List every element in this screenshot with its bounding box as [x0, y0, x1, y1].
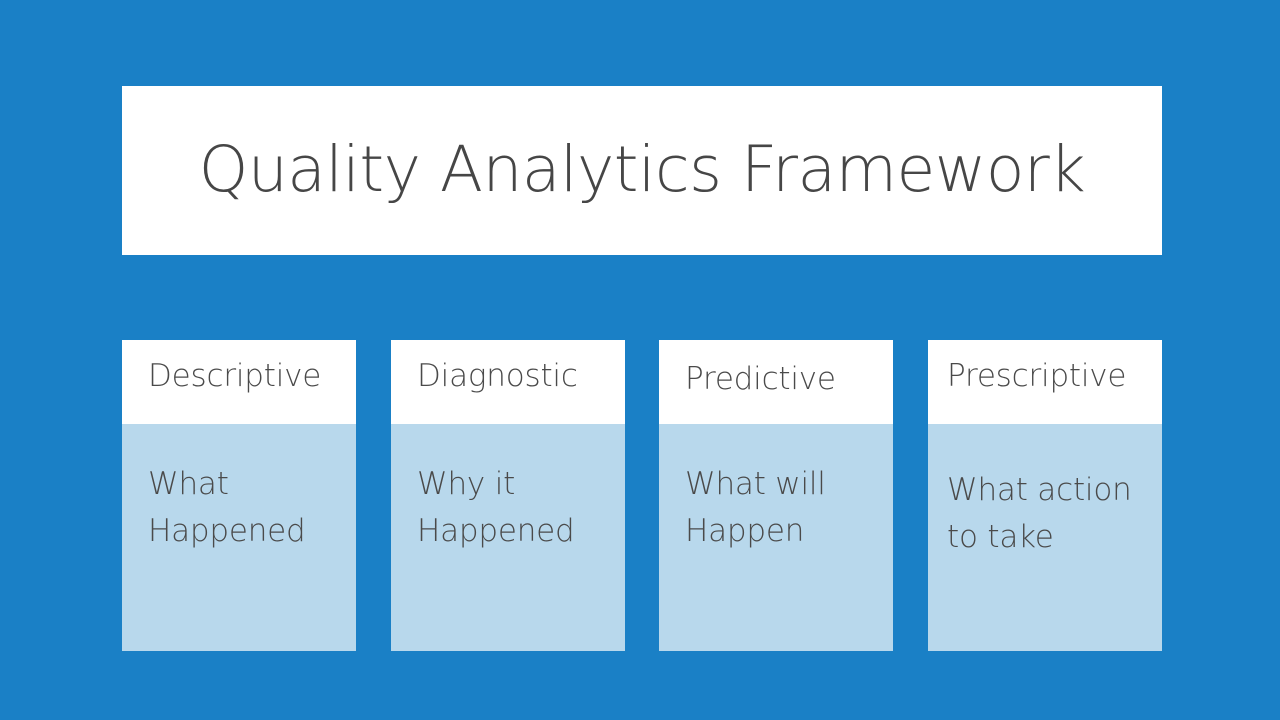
card-title: Descriptive: [148, 358, 322, 394]
card-title: Predictive: [685, 361, 836, 397]
card-header-band: Prescriptive: [928, 340, 1162, 424]
card-header-band: Descriptive: [122, 340, 356, 424]
card-header-band: Predictive: [659, 340, 893, 424]
page-title: Quality Analytics Framework: [198, 133, 1086, 207]
title-panel: Quality Analytics Framework: [122, 86, 1162, 255]
card-description: What action to take: [947, 472, 1132, 555]
card-diagnostic[interactable]: Diagnostic Why it Happened: [391, 340, 625, 651]
card-header-band: Diagnostic: [391, 340, 625, 424]
card-description: What will Happen: [685, 466, 826, 549]
card-predictive[interactable]: Predictive What will Happen: [659, 340, 893, 651]
card-row: Descriptive What Happened Diagnostic Why…: [122, 340, 1162, 651]
card-description: What Happened: [148, 466, 306, 549]
card-prescriptive[interactable]: Prescriptive What action to take: [928, 340, 1162, 651]
card-description: Why it Happened: [417, 466, 575, 549]
card-title: Prescriptive: [947, 358, 1127, 394]
card-title: Diagnostic: [417, 358, 578, 394]
card-descriptive[interactable]: Descriptive What Happened: [122, 340, 356, 651]
